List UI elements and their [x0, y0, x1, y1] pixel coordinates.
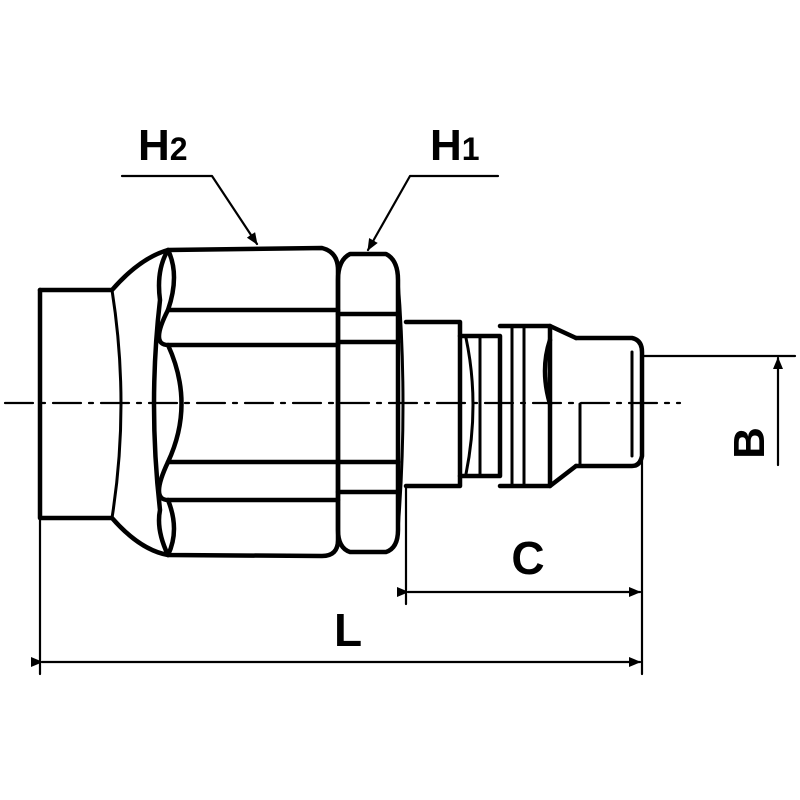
sleeve-body [37, 247, 171, 558]
label-h2: H2 [138, 121, 188, 170]
leader-h2 [120, 174, 259, 246]
label-b: B [725, 427, 774, 459]
hex-nut-h1 [335, 251, 405, 555]
label-c: C [511, 532, 544, 584]
label-h1: H1 [430, 121, 480, 170]
label-l: L [334, 604, 362, 656]
leader-h1 [366, 174, 500, 252]
plug-body [403, 319, 645, 489]
